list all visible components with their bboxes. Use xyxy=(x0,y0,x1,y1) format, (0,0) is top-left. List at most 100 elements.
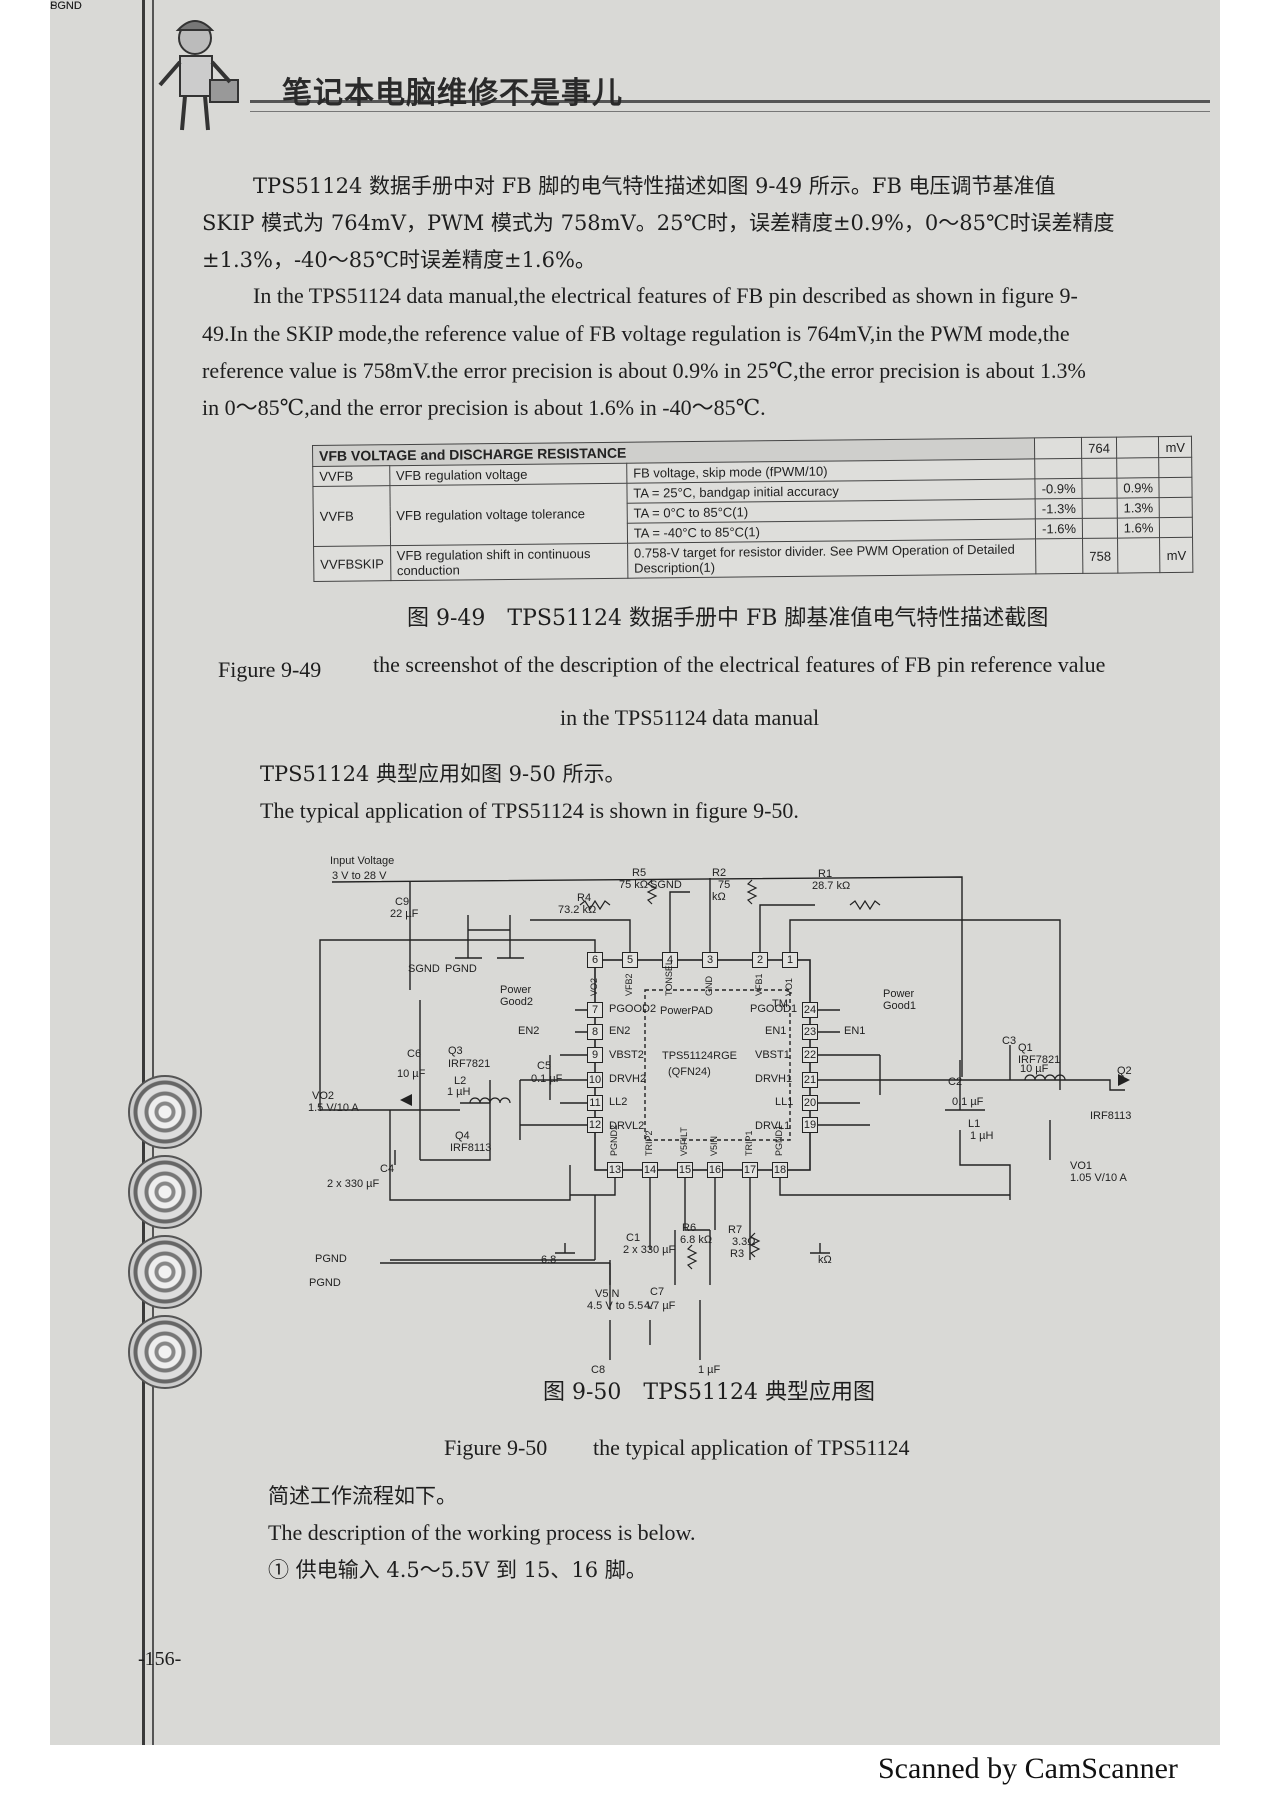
ic-pin: 6 xyxy=(587,952,603,968)
figure-9-49-caption-en-2: in the TPS51124 data manual xyxy=(560,705,820,730)
scanner-watermark: Scanned by CamScanner xyxy=(878,1752,1178,1785)
schematic-label: 4.5 V to 5.5 V xyxy=(587,1300,654,1312)
schematic-label: PGND xyxy=(309,1277,341,1289)
ic-pin: 17 xyxy=(742,1162,758,1178)
ic-pin: 19 xyxy=(802,1117,818,1133)
spiral-decoration-icon xyxy=(128,1155,202,1229)
schematic-label: 3.3Ω xyxy=(732,1236,756,1248)
schematic-label: R1 xyxy=(818,868,833,880)
ic-pin: 23 xyxy=(802,1024,818,1040)
schematic-label: kΩ xyxy=(712,891,726,903)
schematic-label: DRVL1 xyxy=(755,1120,791,1132)
schematic-label: 28.7 kΩ xyxy=(812,880,851,892)
schematic-label: TM xyxy=(772,998,788,1010)
body-cn-line: SKIP 模式为 764mV，PWM 模式为 758mV。25℃时，误差精度±0… xyxy=(202,211,1115,235)
schematic-label: DRVL2 xyxy=(609,1120,645,1132)
spiral-decoration-icon xyxy=(128,1235,202,1309)
schematic-label: DRVH2 xyxy=(609,1073,647,1085)
schematic-label: LL1 xyxy=(775,1096,794,1108)
schematic-label: R6 xyxy=(682,1222,697,1234)
schematic-label: DRVH1 xyxy=(755,1073,793,1085)
schematic-label: EN2 xyxy=(518,1025,540,1037)
body-cn-line: TPS51124 数据手册中对 FB 脚的电气特性描述如图 9-49 所示。FB… xyxy=(253,174,1056,198)
schematic-label: R3 xyxy=(730,1248,745,1260)
schematic-label: 1 µF xyxy=(698,1364,721,1376)
ic-pin: 16 xyxy=(707,1162,723,1178)
ic-pin-name: V5IN xyxy=(709,1135,719,1156)
header-rule xyxy=(250,100,1210,112)
schematic-label: 22 µF xyxy=(390,908,419,920)
schematic-label: C9 xyxy=(395,896,410,908)
page-number: -156- xyxy=(138,1648,182,1670)
schematic-label: C3 xyxy=(1002,1035,1017,1047)
schematic-label: LL2 xyxy=(609,1096,628,1108)
ic-pin: 12 xyxy=(587,1117,603,1133)
schematic-label: 0.1 µF xyxy=(952,1096,984,1108)
schematic-label: R2 xyxy=(712,867,727,879)
schematic-label: 75 xyxy=(718,879,731,891)
schematic-label: 1 µH xyxy=(447,1086,471,1098)
ic-pin: 9 xyxy=(587,1047,603,1063)
schematic-label: Q3 xyxy=(448,1045,463,1057)
ic-pin: 8 xyxy=(587,1024,603,1040)
ic-pin-name: PGND2 xyxy=(609,1124,619,1156)
ic-pin: 2 xyxy=(752,952,768,968)
schematic-label: L1 xyxy=(968,1118,981,1130)
schematic-label: Q2 xyxy=(1117,1065,1132,1077)
schematic-label: C2 xyxy=(948,1076,963,1088)
schematic-label: 3 V to 28 V xyxy=(332,870,387,882)
schematic-label: kΩ xyxy=(818,1254,832,1266)
ic-pin: 18 xyxy=(772,1162,788,1178)
book-page: 笔记本电脑维修不是事儿 TPS51124 数据手册中对 FB 脚的电气特性描述如… xyxy=(50,0,1220,1745)
step-1: ① 供电输入 4.5～5.5V 到 15、16 脚。 xyxy=(268,1558,647,1582)
ic-pin-name: VFB1 xyxy=(754,973,764,996)
schematic-label: Good2 xyxy=(500,996,534,1008)
schematic-label: IRF8113 xyxy=(1090,1110,1132,1122)
schematic-label: TPS51124RGE xyxy=(662,1050,738,1062)
schematic-label: 6.8 kΩ xyxy=(680,1234,713,1246)
schematic-label: V5IN xyxy=(595,1288,620,1300)
body-en-line: in 0～85℃,and the error precision is abou… xyxy=(202,395,766,420)
schematic-label: 73.2 kΩ xyxy=(558,904,597,916)
schematic-label: EN2 xyxy=(609,1025,631,1037)
body-en-line: reference value is 758mV.the error preci… xyxy=(202,358,1086,383)
schematic-label: R7 xyxy=(728,1224,743,1236)
schematic-label: 1.5 V/10 A xyxy=(308,1102,359,1114)
schematic-label: SGND xyxy=(650,879,682,891)
process-intro-cn: 简述工作流程如下。 xyxy=(268,1484,457,1508)
schematic-label: 4.7 µF xyxy=(644,1300,676,1312)
running-head: 笔记本电脑维修不是事儿 xyxy=(282,76,623,111)
schematic-label: 6.8 xyxy=(541,1254,557,1266)
ic-pin: 21 xyxy=(802,1072,818,1088)
schematic-label: 75 kΩ xyxy=(619,879,649,891)
ic-pin-name: PGND1 xyxy=(774,1124,784,1156)
spine-line-inner xyxy=(152,0,154,1745)
schematic-label: C5 xyxy=(537,1060,552,1072)
schematic-label: EN1 xyxy=(844,1025,866,1037)
figure-9-49-caption-cn: 图 9-49 TPS51124 数据手册中 FB 脚基准值电气特性描述截图 xyxy=(407,606,1049,631)
schematic-label: VBST2 xyxy=(609,1049,644,1061)
schematic-label: 1 µH xyxy=(970,1130,994,1142)
ic-pin-name: GND xyxy=(704,976,714,996)
schematic-label: PowerPAD xyxy=(660,1005,713,1017)
schematic-label: IRF7821 xyxy=(1018,1054,1061,1066)
ic-pin: 7 xyxy=(587,1002,603,1018)
schematic-label: 10 µF xyxy=(397,1068,426,1080)
schematic-label: Power xyxy=(500,984,532,996)
schematic-label: C1 xyxy=(626,1232,641,1244)
schematic-label: PGOOD1 xyxy=(750,1003,798,1015)
figure-9-50-label: Figure 9-50 xyxy=(444,1435,548,1460)
ic-pin-name: TONSEL xyxy=(664,960,674,996)
figure-9-49-label: Figure 9-49 xyxy=(218,657,322,682)
schematic-label: R4 xyxy=(577,892,592,904)
schematic-label: R5 xyxy=(632,867,647,879)
schematic-label: Good1 xyxy=(883,1000,917,1012)
schematic-label: 2 x 330 µF xyxy=(327,1178,380,1190)
ic-pin-name: VFB2 xyxy=(624,973,634,996)
schematic-label: C8 xyxy=(591,1364,606,1376)
schematic-label: SGND xyxy=(50,0,82,12)
ic-pin-name: TRIP2 xyxy=(644,1130,654,1156)
ic-pin: 22 xyxy=(802,1047,818,1063)
schematic-label: Power xyxy=(883,988,915,1000)
ic-pin: 4 xyxy=(662,952,678,968)
